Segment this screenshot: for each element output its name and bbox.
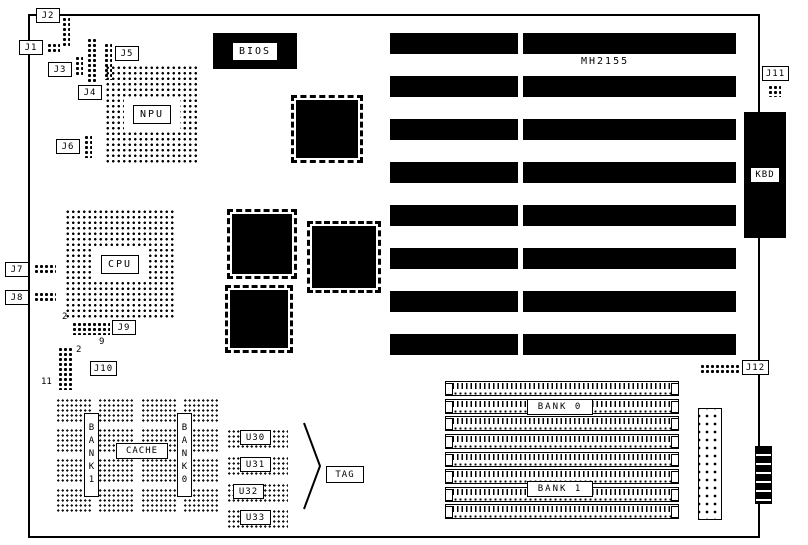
- tag-label: TAG: [326, 466, 364, 483]
- simm-socket-1: [445, 381, 679, 396]
- simm-socket-8: [445, 504, 679, 519]
- jumper-j6-label: J6: [56, 139, 80, 154]
- cache-label: CACHE: [116, 443, 168, 459]
- npu-socket: NPU: [104, 64, 200, 164]
- jumper-j8-pins: [33, 291, 56, 302]
- j9-pin-start-number: 2: [62, 312, 68, 322]
- cache-chip: [97, 457, 135, 483]
- jumper-j10-pins: [57, 346, 73, 390]
- jumper-j1-label: J1: [19, 40, 43, 55]
- u32-label: U32: [233, 484, 264, 499]
- jumper-j12-pins: [699, 363, 740, 373]
- memory-bank0-label: BANK 0: [527, 399, 593, 415]
- vertical-connector: [698, 408, 722, 520]
- simm-socket-4: [445, 434, 679, 449]
- isa-slot-5: [390, 205, 736, 226]
- npu-label: NPU: [132, 104, 172, 124]
- cache-chip: [140, 487, 178, 513]
- cpu-socket-well: CPU: [91, 247, 149, 281]
- qfp-chip-3: [307, 221, 381, 293]
- cache-chip: [97, 397, 135, 423]
- jumper-j7-label: J7: [5, 262, 29, 277]
- jumper-j2-label: J2: [36, 8, 60, 23]
- j10-pin-end-number: 11: [41, 377, 52, 387]
- simm-socket-5: [445, 452, 679, 467]
- qfp-chip-4: [225, 285, 293, 353]
- jumper-j9-pins: [71, 321, 110, 335]
- u31-label: U31: [240, 457, 271, 472]
- isa-slot-1: [390, 33, 736, 54]
- bios-label: BIOS: [231, 41, 279, 61]
- cache-bank1-label: BANK1: [84, 413, 99, 497]
- jumper-j2-pins: [61, 16, 70, 48]
- kbd-label: KBD: [750, 167, 780, 183]
- cpu-label: CPU: [100, 254, 140, 274]
- jumper-j5-pins: [103, 42, 112, 80]
- npu-socket-well: NPU: [123, 97, 181, 131]
- cache-bank0-label: BANK0: [177, 413, 192, 497]
- kbd-connector: KBD: [744, 112, 786, 238]
- isa-slot-8: [390, 334, 736, 355]
- edge-connector: [755, 446, 772, 504]
- u30-label: U30: [240, 430, 271, 445]
- qfp-chip-2: [227, 209, 297, 279]
- jumper-j9-label: J9: [112, 320, 136, 335]
- bios-chip: BIOS: [213, 33, 297, 69]
- jumper-j11-pins: [767, 84, 781, 97]
- cpu-socket: CPU: [64, 208, 176, 320]
- tag-bracket: [303, 422, 322, 510]
- j9-pin-end-number: 9: [99, 337, 105, 347]
- j10-pin-start-number: 2: [76, 345, 82, 355]
- qfp-chip-1: [291, 95, 363, 163]
- jumper-j12-label: J12: [742, 360, 769, 375]
- jumper-j4-pins: [86, 37, 97, 84]
- isa-slot-3: [390, 119, 736, 140]
- jumper-j6-pins: [83, 134, 92, 158]
- isa-slot-2: [390, 76, 736, 97]
- u33-label: U33: [240, 510, 271, 525]
- jumper-j10-label: J10: [90, 361, 117, 376]
- jumper-j5-label: J5: [115, 46, 139, 61]
- isa-slot-4: [390, 162, 736, 183]
- jumper-j7-pins: [33, 263, 56, 275]
- cache-chip: [140, 397, 178, 423]
- cache-chip: [140, 457, 178, 483]
- memory-bank1-label: BANK 1: [527, 481, 593, 497]
- jumper-j3-pins: [74, 55, 83, 77]
- simm-socket-3: [445, 416, 679, 431]
- cache-chip: [97, 487, 135, 513]
- jumper-j4-label: J4: [78, 85, 102, 100]
- jumper-j1-pins: [46, 42, 60, 54]
- board-model-label: MH2155: [581, 56, 630, 67]
- isa-slot-6: [390, 248, 736, 269]
- jumper-j3-label: J3: [48, 62, 72, 77]
- jumper-j11-label: J11: [762, 66, 789, 81]
- isa-slot-7: [390, 291, 736, 312]
- jumper-j8-label: J8: [5, 290, 29, 305]
